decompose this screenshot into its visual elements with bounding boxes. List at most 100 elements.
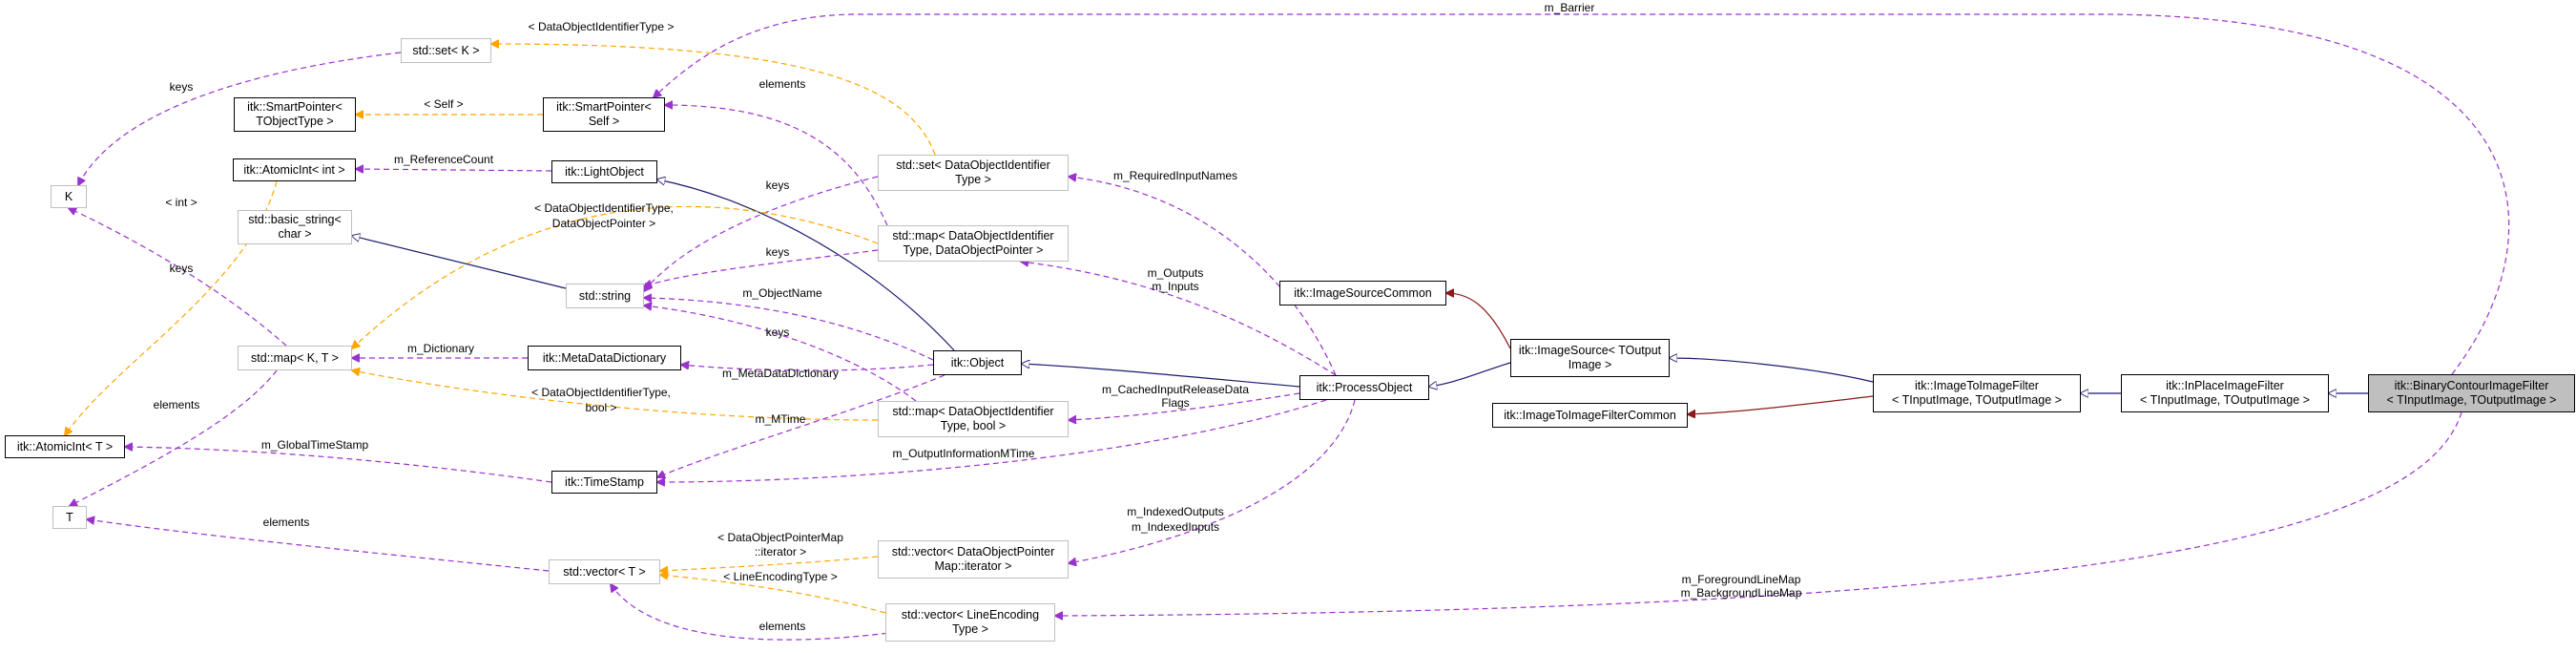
class-node-label: Map::iterator >	[934, 559, 1012, 573]
edge-label: Flags	[1161, 396, 1189, 410]
class-node-label: < TInputImage, TOutputImage >	[2386, 393, 2557, 407]
class-node-itk-atomicint-t[interactable]: itk::AtomicInt< T >	[5, 435, 125, 458]
class-node-label: itk::SmartPointer<	[556, 100, 652, 114]
edge-label: m_GlobalTimeStamp	[261, 438, 369, 452]
edge-cached-flags	[1069, 392, 1300, 420]
class-node-label: itk::ImageSource< TOutput	[1518, 344, 1662, 357]
class-node-label: std::set< K >	[412, 43, 480, 57]
class-node-label: itk::TimeStamp	[565, 474, 644, 489]
class-node-label: T	[66, 510, 73, 524]
edge-label: m_ReferenceCount	[394, 153, 494, 166]
class-node-label: itk::ImageToImageFilterCommon	[1504, 408, 1676, 422]
edge-line-maps	[1055, 411, 2462, 616]
edge-map-bool-keys	[644, 305, 917, 402]
class-node-label: itk::AtomicInt< T >	[16, 439, 114, 453]
class-node-label: std::map< DataObjectIdentifier	[892, 229, 1054, 242]
class-node-std-map-k-t[interactable]: std::map< K, T >	[238, 346, 352, 370]
class-node-label: char >	[278, 227, 312, 241]
edge-map-keys-string	[644, 249, 879, 286]
class-node-label: itk::BinaryContourImageFilter	[2394, 379, 2549, 392]
edge-label: keys	[170, 262, 194, 275]
edge-lightobject-inherit	[657, 179, 955, 351]
class-node-itk-imagetoimagefiltercommon[interactable]: itk::ImageToImageFilterCommon	[1492, 403, 1688, 428]
edge-label: < Self >	[424, 97, 463, 111]
edge-label: < int >	[165, 196, 197, 209]
edge-label: elements	[154, 398, 200, 411]
edge-mtime	[657, 374, 945, 477]
class-node-itk-object[interactable]: itk::Object	[933, 350, 1022, 375]
class-node-itk-binarycontourimagefilter[interactable]: itk::BinaryContourImageFilter< TInputIma…	[2368, 374, 2575, 412]
edge-label: < DataObjectIdentifierType >	[529, 20, 675, 33]
class-node-itk-imagesourcecommon[interactable]: itk::ImageSourceCommon	[1279, 281, 1446, 305]
edge-filter-common	[1688, 395, 1874, 414]
class-node-itk-metadatadictionary[interactable]: itk::MetaDataDictionary	[528, 346, 681, 370]
class-node-label: std::basic_string<	[248, 213, 342, 226]
edge-refcount	[356, 169, 552, 171]
edge-map-template-bool	[352, 370, 879, 421]
class-node-itk-smartpointer-self[interactable]: itk::SmartPointer<Self >	[543, 97, 665, 132]
edge-vector-line-elements	[611, 584, 898, 641]
class-node-label: itk::AtomicInt< int >	[243, 162, 345, 177]
edge-map-elements	[665, 105, 888, 226]
edge-set-template	[491, 44, 936, 156]
edge-map-kt-keys	[69, 208, 287, 347]
class-node-label: std::string	[578, 288, 632, 303]
edge-label: keys	[170, 80, 194, 94]
edge-label: < DataObjectPointerMap	[717, 531, 843, 544]
class-node-label: std::vector< LineEncoding	[901, 608, 1040, 621]
class-node-label: < TInputImage, TOutputImage >	[2140, 393, 2310, 407]
edge-label: DataObjectPointer >	[552, 217, 655, 230]
edge-label: bool >	[585, 401, 616, 414]
class-node-label: itk::ProcessObject	[1316, 380, 1413, 394]
class-node-k[interactable]: K	[51, 185, 87, 208]
edge-map-template-ptr	[352, 205, 879, 348]
edge-label: m_Outputs	[1148, 266, 1204, 280]
edge-label: m_ForegroundLineMap	[1682, 573, 1801, 586]
class-node-itk-timestamp[interactable]: itk::TimeStamp	[551, 471, 657, 494]
class-node-label: itk::Object	[950, 355, 1005, 369]
edge-indexed	[1069, 399, 1356, 563]
edge-label: m_OutputInformationMTime	[893, 447, 1035, 460]
class-node-label: Type >	[952, 622, 988, 636]
class-node-label: itk::ImageToImageFilter	[1915, 379, 2039, 392]
class-node-label: Self >	[588, 115, 620, 128]
edge-label: m_MetaDataDictionary	[722, 367, 839, 380]
class-node-itk-inplaceimagefilter[interactable]: itk::InPlaceImageFilter< TInputImage, TO…	[2121, 374, 2329, 412]
edge-label: < DataObjectIdentifierType,	[534, 201, 674, 215]
class-node-label: itk::MetaDataDictionary	[542, 350, 667, 365]
edge-label: elements	[759, 620, 806, 633]
class-node-itk-imagetoimagefilter[interactable]: itk::ImageToImageFilter< TInputImage, TO…	[1873, 374, 2081, 412]
class-node-itk-lightobject[interactable]: itk::LightObject	[551, 160, 657, 183]
class-node-label: std::vector< T >	[563, 564, 646, 579]
edge-label: m_Barrier	[1545, 1, 1595, 14]
class-node-std-vector-t[interactable]: std::vector< T >	[549, 559, 660, 584]
edge-metadata-dictionary	[681, 365, 934, 371]
class-node-itk-atomicint-int[interactable]: itk::AtomicInt< int >	[233, 158, 356, 181]
edge-label: keys	[766, 179, 790, 192]
class-node-label: Image >	[1568, 358, 1612, 371]
edge-vector-line-template	[660, 575, 886, 614]
edge-label: elements	[263, 516, 310, 529]
edge-set-keys	[78, 52, 402, 185]
class-node-itk-smartpointer-tobjecttype[interactable]: itk::SmartPointer<TObjectType >	[234, 97, 356, 132]
class-node-itk-processobject[interactable]: itk::ProcessObject	[1299, 375, 1429, 400]
class-node-std-basic-string-char[interactable]: std::basic_string<char >	[238, 210, 352, 244]
edge-output-info-mtime	[657, 399, 1327, 482]
class-node-label: Type, DataObjectPointer >	[903, 243, 1044, 257]
edge-set-keys-string	[644, 176, 879, 291]
class-node-std-set-k[interactable]: std::set< K >	[401, 38, 491, 63]
edge-image-source-common	[1446, 293, 1511, 349]
class-node-t[interactable]: T	[52, 506, 87, 529]
class-node-std-string[interactable]: std::string	[566, 284, 644, 308]
edge-label: m_IndexedOutputs	[1127, 505, 1223, 518]
edge-label: m_MTime	[756, 412, 806, 426]
class-node-label: K	[64, 189, 73, 203]
edge-label: m_Inputs	[1152, 280, 1198, 293]
